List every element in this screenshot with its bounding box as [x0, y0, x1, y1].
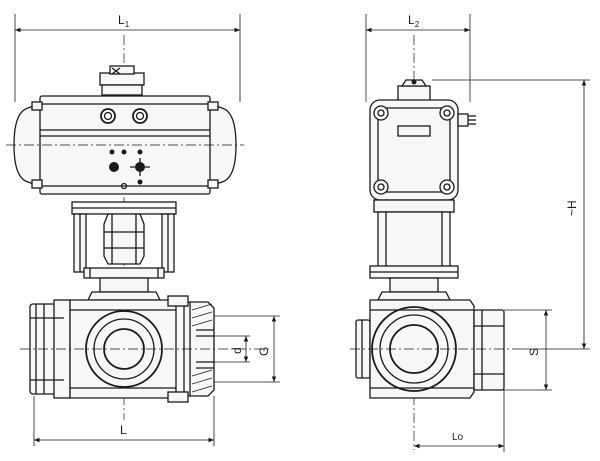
dimension-lo: Lo: [414, 390, 505, 452]
front-view: L1: [6, 13, 280, 446]
dimension-g: G: [214, 315, 280, 383]
side-top-indicator: [397, 79, 431, 103]
dimension-l1: L1: [14, 13, 241, 102]
actuator-top-indicator: [99, 65, 145, 96]
dimension-label-h: ~H: [565, 200, 579, 216]
dimension-label-l: L: [120, 423, 127, 437]
dimension-s: S: [504, 309, 552, 391]
side-mounting-bracket: [369, 199, 459, 279]
dimension-l: L: [33, 396, 215, 446]
dimension-label-lo: Lo: [452, 432, 464, 443]
side-valve-neck: [376, 277, 452, 301]
dimension-label-s: S: [527, 348, 541, 356]
dimension-l2: L2: [365, 13, 471, 102]
valve-neck: [86, 277, 162, 301]
dimension-label-d: d: [230, 347, 244, 354]
side-view: L2: [350, 13, 590, 452]
dimension-h: ~H: [432, 79, 590, 350]
mounting-bracket: [71, 201, 177, 279]
dimension-d: d: [214, 335, 250, 363]
dimension-label-l2: L2: [408, 13, 420, 29]
dimension-label-l1: L1: [118, 13, 130, 29]
dimension-label-g: G: [257, 347, 271, 356]
side-actuator: [369, 99, 476, 201]
pneumatic-actuator: [6, 95, 244, 195]
